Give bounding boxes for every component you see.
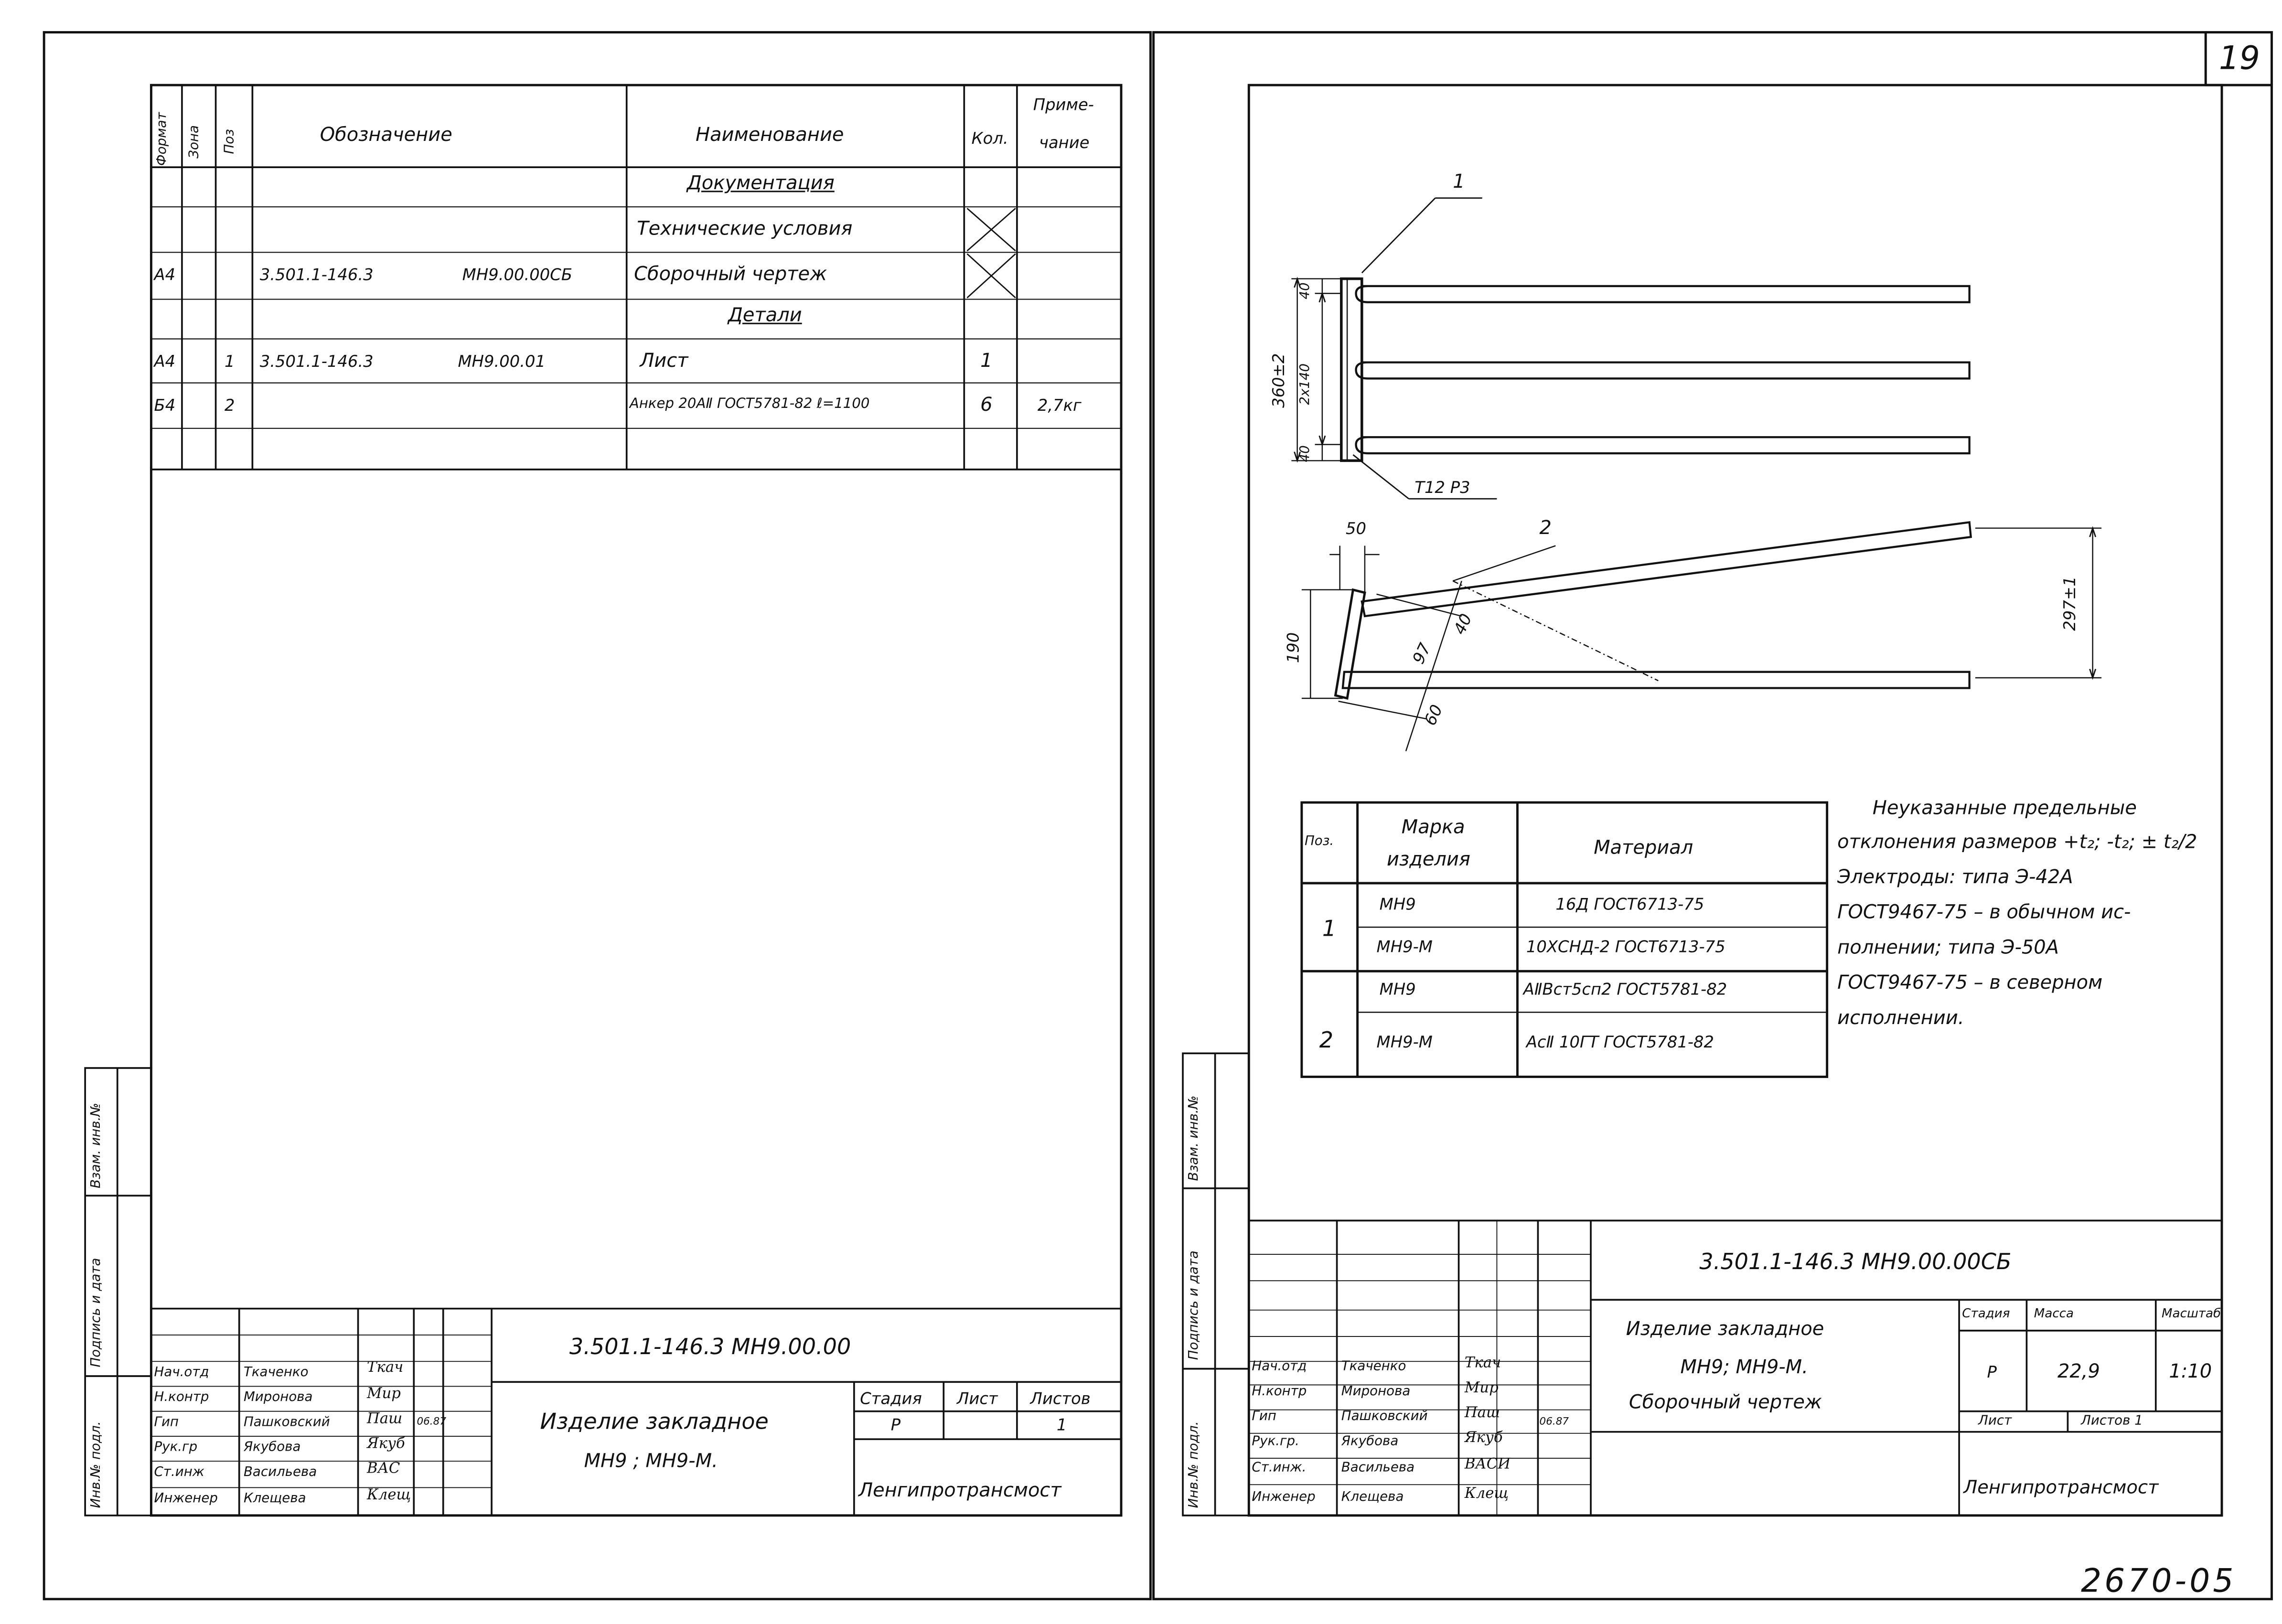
left-sheet-border: [43, 31, 1152, 1601]
right-stamp-replace: Взам. инв.№: [1187, 1095, 1202, 1181]
right-inner-frame: [1247, 84, 2223, 1517]
right-side-stamp-grid: [1182, 1052, 1250, 1517]
side-view: [1301, 521, 2102, 751]
right-sheets-label: Листов 1: [2081, 1414, 2143, 1429]
signature: Якуб: [1464, 1430, 1503, 1447]
dim-360: 360±2: [1269, 353, 1289, 408]
right-mass-label: Масса: [2034, 1307, 2074, 1322]
mat-header-pos: Поз.: [1305, 834, 1334, 850]
left-stamp-sign: Подпись и дата: [89, 1258, 105, 1368]
right-organization: Ленгипротрансмост: [1963, 1475, 2159, 1498]
callout-1: 1: [1453, 171, 1465, 194]
header-qty: Кол.: [971, 129, 1008, 149]
horizontal-bar: [1341, 671, 1971, 689]
left-organization: Ленгипротрансмост: [858, 1480, 1061, 1503]
right-sheet-border: [1152, 31, 2273, 1601]
mat-header-mark-1: Марка: [1401, 817, 1465, 839]
section-documentation: Документация: [686, 173, 835, 195]
front-dimensions: [1291, 277, 1341, 463]
header-note-2: чание: [1039, 133, 1090, 153]
side-dimensions: [1301, 526, 2102, 751]
left-title-1: Изделие закладное: [540, 1408, 769, 1435]
header-note-1: Приме-: [1033, 95, 1094, 115]
header-format: Формат: [155, 112, 171, 166]
dim-2x140: 2x140: [1298, 363, 1314, 405]
right-scale-value: 1:10: [2169, 1361, 2212, 1384]
plate-side: [1334, 588, 1366, 700]
archive-number: 2670-05: [2081, 1564, 2237, 1601]
header-pos: Поз: [223, 129, 238, 154]
dim-40-bottom: 40: [1298, 445, 1314, 462]
left-title-block-grid: [151, 1307, 1122, 1516]
dim-297: 297±1: [2060, 576, 2080, 631]
signature: Якуб: [367, 1436, 405, 1453]
signature: Паш: [1464, 1405, 1500, 1422]
anchor-bars-front: [1355, 285, 1971, 455]
section-details: Детали: [728, 305, 802, 327]
signature: Мир: [1464, 1380, 1499, 1397]
signature: Мир: [367, 1386, 401, 1403]
signature: Ткач: [367, 1360, 404, 1376]
right-title-block-grid: [1249, 1219, 2222, 1516]
right-stamp-inv: Инв.№ подл.: [1187, 1421, 1202, 1508]
mat-header-mark-2: изделия: [1387, 849, 1470, 872]
left-side-stamp-grid: [84, 1067, 152, 1517]
dim-190: 190: [1284, 632, 1303, 663]
right-stage-label: Стадия: [1962, 1307, 2010, 1322]
plate-front: [1340, 277, 1363, 462]
signature: ВАС: [367, 1461, 400, 1477]
left-sheets-label: Листов: [1030, 1389, 1091, 1409]
left-stage-value: Р: [890, 1415, 901, 1435]
right-stamp-sign: Подпись и дата: [1187, 1250, 1202, 1360]
signature: Ткач: [1464, 1355, 1501, 1372]
inclined-bar: [1361, 521, 1972, 618]
front-view: [1291, 197, 1971, 500]
left-title-2: МН9 ; МН9-М.: [584, 1451, 718, 1473]
right-mass-value: 22,9: [2057, 1361, 2100, 1384]
header-name: Наименование: [696, 125, 844, 147]
left-document-code: 3.501.1-146.3 МН9.00.00: [569, 1333, 851, 1360]
callout-2: 2: [1539, 518, 1552, 540]
page-number: 19: [2218, 41, 2260, 78]
left-stage-label: Стадия: [860, 1389, 922, 1409]
left-inner-frame: [150, 84, 1123, 1517]
right-title-2: МН9; МН9-М.: [1680, 1357, 1808, 1379]
dim-50: 50: [1346, 519, 1367, 539]
right-sheet-label: Лист: [1978, 1414, 2012, 1429]
right-title-3: Сборочный чертеж: [1628, 1392, 1822, 1414]
right-document-code: 3.501.1-146.3 МН9.00.00СБ: [1699, 1248, 2012, 1275]
spec-table-grid: [151, 85, 1122, 470]
weld-mark: Т12 Р3: [1414, 478, 1470, 498]
left-sheets-value: 1: [1056, 1415, 1067, 1435]
signature: ВАСИ: [1464, 1456, 1511, 1473]
right-title-1: Изделие закладное: [1626, 1319, 1824, 1341]
left-stamp-replace: Взам. инв.№: [89, 1102, 105, 1188]
right-date: 06.87: [1539, 1415, 1569, 1428]
left-sheet-label: Лист: [956, 1389, 998, 1409]
dim-40-top: 40: [1298, 282, 1314, 299]
header-designation: Обозначение: [320, 125, 452, 147]
signature: Паш: [367, 1411, 403, 1428]
mat-header-material: Материал: [1594, 837, 1693, 860]
signature: Клещ: [367, 1487, 411, 1504]
right-scale-label: Масштаб: [2162, 1307, 2221, 1322]
page-number-box: [2204, 32, 2272, 86]
left-stamp-inv: Инв.№ подл.: [89, 1421, 105, 1508]
header-zone: Зона: [188, 125, 203, 159]
signature: Клещ: [1464, 1486, 1509, 1503]
left-date: 06.87: [417, 1415, 447, 1428]
materials-table-grid: [1300, 801, 1829, 1078]
right-stage-value: Р: [1987, 1363, 1997, 1382]
